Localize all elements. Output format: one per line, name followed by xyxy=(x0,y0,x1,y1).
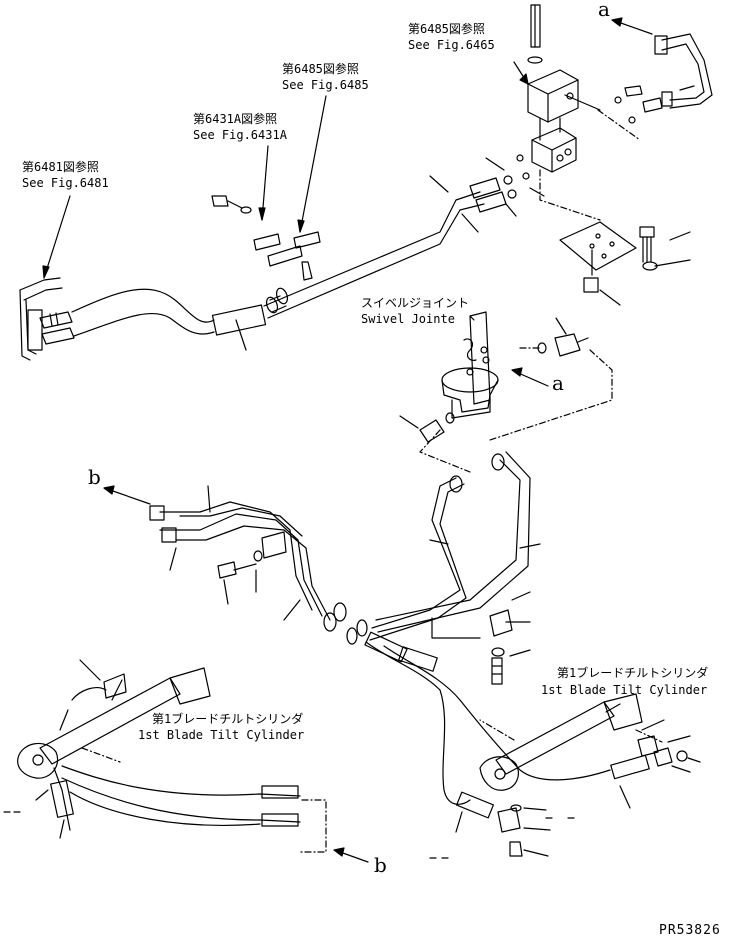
ref-6485-en: See Fig.6485 xyxy=(282,78,369,92)
swivel-joint-jp: スイベルジョイント xyxy=(361,296,470,310)
drawing-code: PR53826 xyxy=(659,923,721,938)
connector-a-top: a xyxy=(598,0,610,21)
connector-b-bottom: b xyxy=(374,853,387,877)
lower-hoses xyxy=(364,631,650,857)
ref-6431a-en: See Fig.6431A xyxy=(193,128,287,142)
ref-6431a-jp: 第6431A図参照 xyxy=(193,112,278,126)
ref-6465-en: See Fig.6465 xyxy=(408,38,495,52)
swivel-joint-drawing xyxy=(399,311,613,473)
upper-hose-run xyxy=(19,154,545,361)
tilt-cylinder-right-jp: 第1ブレードチルトシリンダ xyxy=(557,666,709,680)
reference-leaders xyxy=(3,17,653,863)
tilt-cylinder-left-jp: 第1ブレードチルトシリンダ xyxy=(152,712,304,726)
middle-tube-bundle xyxy=(149,451,541,685)
ref-6481-jp: 第6481図参照 xyxy=(22,160,99,174)
swivel-joint-en: Swivel Jointe xyxy=(361,312,455,326)
connector-a-mid: a xyxy=(552,371,564,395)
tilt-cylinder-left-en: 1st Blade Tilt Cylinder xyxy=(138,728,305,742)
ref-6465-jp: 第6485図参照 xyxy=(408,22,485,36)
tilt-cylinder-right-en: 1st Blade Tilt Cylinder xyxy=(541,683,708,697)
left-tilt-cylinder xyxy=(17,659,327,853)
connector-b-left: b xyxy=(88,465,101,489)
control-valve-assembly xyxy=(527,4,713,306)
ref-6481-en: See Fig.6481 xyxy=(22,176,109,190)
ref-6485-jp: 第6485図参照 xyxy=(282,62,359,76)
right-tilt-cylinder xyxy=(479,693,701,791)
